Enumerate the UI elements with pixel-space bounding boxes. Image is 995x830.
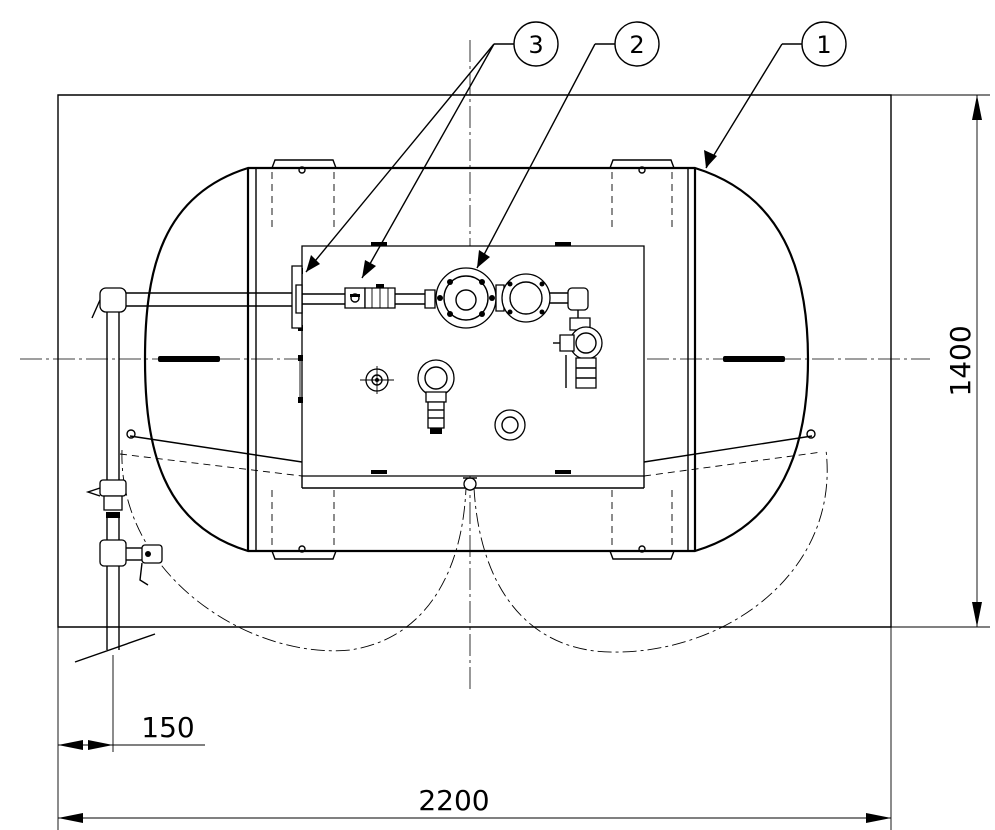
base-pad-outline: [58, 95, 891, 627]
dimension-width: 2200: [58, 627, 891, 830]
balloon-1: 1: [802, 22, 846, 66]
offset-dimension-text: 150: [141, 711, 194, 744]
regulator-assembly: [302, 268, 602, 388]
dimension-offset: 150: [58, 655, 205, 752]
balloon-2-label: 2: [629, 31, 644, 59]
tank-saddles: [272, 160, 674, 559]
tank-body: [145, 168, 808, 551]
width-dimension-text: 2200: [418, 784, 489, 817]
cover-fittings: [360, 360, 525, 440]
leader-2-diag: [477, 44, 595, 268]
balloon-3: 3: [514, 22, 558, 66]
supply-pipe: [75, 266, 302, 662]
leader-3-diag-a: [306, 44, 494, 272]
dimension-height: 1400: [891, 95, 990, 627]
balloon-2: 2: [615, 22, 659, 66]
lid-right-open: [474, 430, 827, 652]
leader-1-diag: [706, 44, 782, 168]
balloon-3-label: 3: [528, 31, 543, 59]
leader-3-diag-b: [362, 44, 494, 278]
balloon-1-label: 1: [816, 31, 831, 59]
height-dimension-text: 1400: [944, 325, 977, 396]
